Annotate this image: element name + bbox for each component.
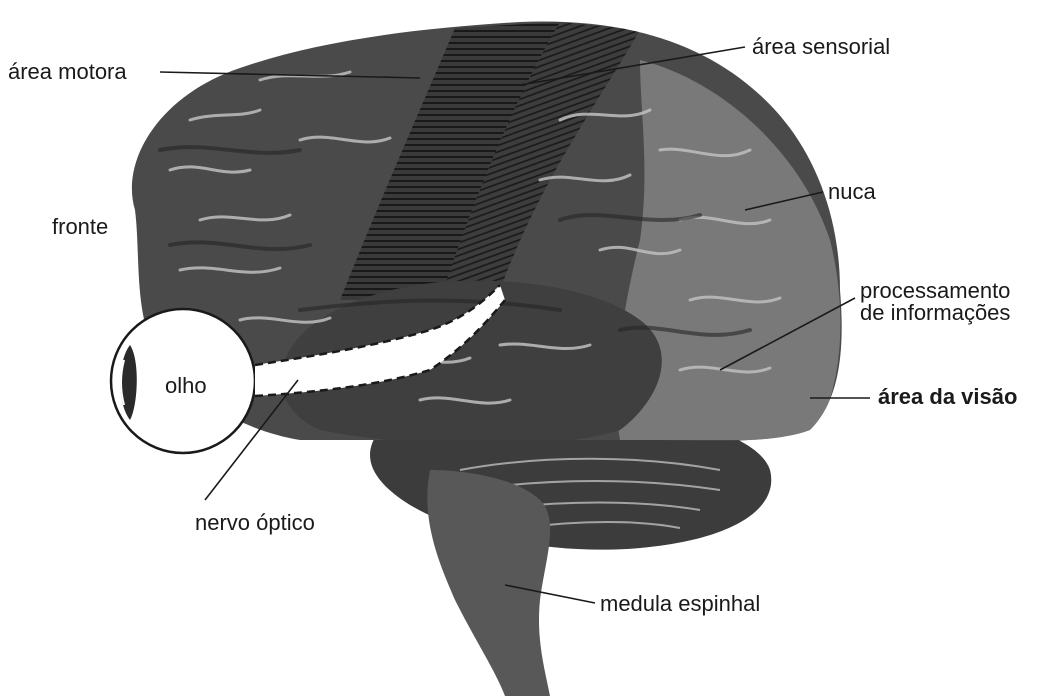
label-area-visao: área da visão bbox=[878, 386, 1017, 408]
label-area-motora: área motora bbox=[8, 61, 127, 83]
label-nervo-optico: nervo óptico bbox=[195, 512, 315, 534]
label-processamento-line1: processamento bbox=[860, 280, 1010, 302]
label-area-sensorial: área sensorial bbox=[752, 36, 890, 58]
label-nuca: nuca bbox=[828, 181, 876, 203]
label-fronte: fronte bbox=[52, 216, 108, 238]
label-olho: olho bbox=[165, 375, 207, 397]
label-medula-espinhal: medula espinhal bbox=[600, 593, 760, 615]
label-processamento-line2: de informações bbox=[860, 302, 1010, 324]
brainstem bbox=[427, 470, 550, 696]
